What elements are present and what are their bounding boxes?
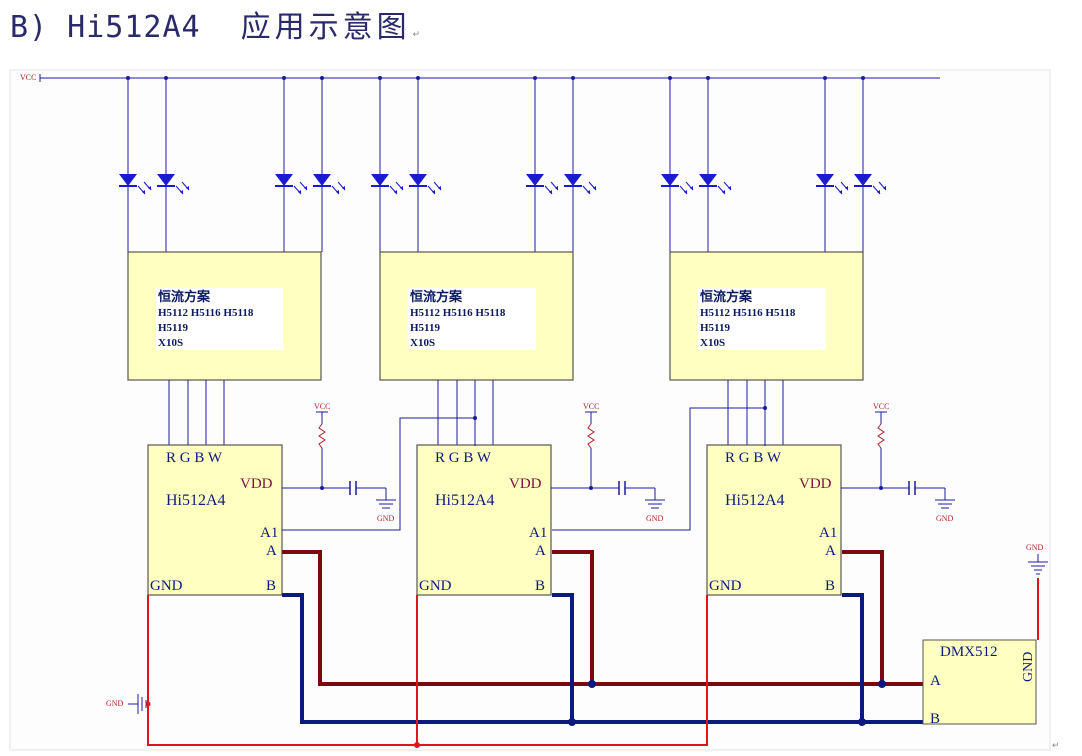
vcc-rail-label: VCC (20, 73, 36, 82)
end-paragraph-mark: ↵ (1052, 740, 1060, 750)
led-diode (313, 76, 346, 252)
cc-block-text: H5112 H5116 H5118 (700, 307, 796, 319)
chip-b-pin: B (535, 578, 545, 594)
cc-block-text: X10S (700, 337, 725, 349)
gnd-wire (147, 595, 708, 748)
vcc-symbol-label: VCC (873, 402, 889, 411)
chip-gnd-symbol-label: GND (377, 514, 395, 523)
cc-block-text: 恒流方案 (700, 289, 753, 304)
chip-rgbw-pins: R G B W (166, 450, 223, 466)
chip-a-pin: A (535, 543, 546, 559)
chip-rgbw-pins: R G B W (725, 450, 782, 466)
vcc-symbol-label: VCC (583, 402, 599, 411)
led-diode (371, 76, 404, 252)
chip-name: Hi512A4 (435, 492, 495, 509)
cc-block-text: 恒流方案 (158, 289, 211, 304)
led-diode (526, 76, 559, 252)
chip-a-pin: A (266, 543, 277, 559)
chip-a1-pin: A1 (529, 525, 547, 541)
chip-name: Hi512A4 (166, 492, 226, 509)
dmx512-pin-a: A (930, 673, 941, 689)
vcc-symbol-label: VCC (314, 402, 330, 411)
cc-block-text: H5112 H5116 H5118 (410, 307, 506, 319)
chip-name: Hi512A4 (725, 492, 785, 509)
led-diode (699, 76, 732, 252)
chip-gnd-pin: GND (419, 578, 452, 594)
chip-a-pin: A (825, 543, 836, 559)
chip-vdd-pin: VDD (799, 476, 832, 492)
dmx512-connector: DMX512 A B GND (922, 639, 1037, 727)
b-bus (282, 593, 923, 726)
left-ground-label: GND (106, 699, 124, 708)
chip-gnd-symbol-label: GND (936, 514, 954, 523)
led-diode (409, 76, 442, 252)
chip-gnd-pin: GND (709, 578, 742, 594)
cc-block-text: X10S (410, 337, 435, 349)
chip-gnd-symbol-label: GND (646, 514, 664, 523)
led-diode (661, 76, 694, 252)
led-diode (119, 76, 152, 252)
left-ground-symbol: GND (106, 694, 151, 714)
cc-block-text: H5119 (158, 322, 188, 334)
chip-b-pin: B (825, 578, 835, 594)
cc-block-text: H5112 H5116 H5118 (158, 307, 254, 319)
title-main: B) Hi512A4 (10, 10, 201, 45)
cc-block-text: 恒流方案 (410, 289, 463, 304)
a-bus (282, 550, 923, 688)
dmx512-pin-gnd: GND (1021, 652, 1036, 682)
chip-vdd-pin: VDD (509, 476, 542, 492)
led-diode (275, 76, 308, 252)
led-diode (564, 76, 597, 252)
title-paragraph-mark: ↵ (412, 29, 421, 39)
dmx512-label: DMX512 (940, 644, 998, 660)
chip-a1-pin: A1 (260, 525, 278, 541)
dmx-ground-label: GND (1026, 543, 1044, 552)
chip-b-pin: B (266, 578, 276, 594)
chip-rgbw-pins: R G B W (435, 450, 492, 466)
cc-block-text: H5119 (700, 322, 730, 334)
dmx-ground-symbol: GND (1026, 543, 1048, 640)
led-diode (157, 76, 190, 252)
diagram-title: B) Hi512A4 应用示意图 ↵ (10, 2, 420, 46)
chip-a1-pin: A1 (819, 525, 837, 541)
chip-gnd-pin: GND (150, 578, 183, 594)
cc-block-text: X10S (158, 337, 183, 349)
cc-block-text: H5119 (410, 322, 440, 334)
led-diode (816, 76, 849, 252)
title-sub: 应用示意图 (240, 10, 411, 45)
a1-signal-chain (282, 406, 767, 531)
led-diode (854, 76, 887, 252)
dmx512-pin-b: B (930, 711, 940, 727)
chip-vdd-pin: VDD (240, 476, 273, 492)
vcc-rail: VCC (20, 73, 940, 82)
